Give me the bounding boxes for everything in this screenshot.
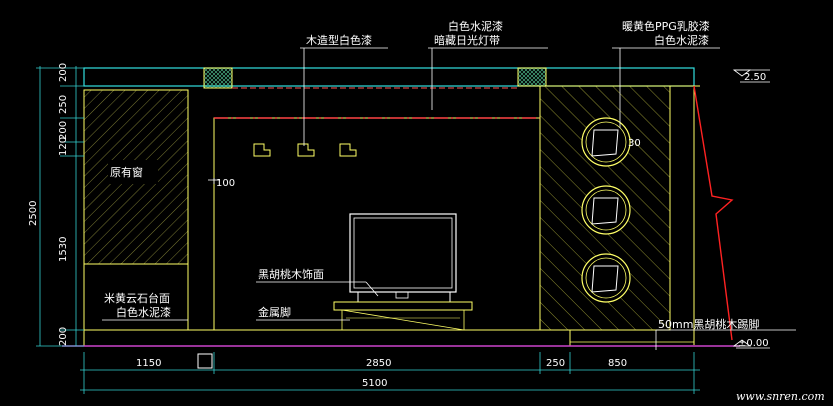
label-white-cement-paint-3: 白色水泥漆 <box>116 305 171 319</box>
horizontal-dimension-chain <box>80 352 700 394</box>
label-beige-marble-top: 米黄云石台面 <box>104 291 170 305</box>
hdim-2850: 2850 <box>366 358 391 369</box>
level-marker-top <box>732 69 770 83</box>
vdim-120: 120 <box>58 137 69 156</box>
label-walnut-skirting: 50mm黑胡桃木踢脚 <box>658 317 759 331</box>
hdim-250: 250 <box>546 358 565 369</box>
wall-deco-2 <box>297 143 315 157</box>
hdim-1150: 1150 <box>136 358 161 369</box>
round-niche-bottom <box>581 253 631 303</box>
label-mark-30: 30 <box>628 138 641 149</box>
central-wall-recess <box>213 117 541 331</box>
level-top-label: 2.50 <box>744 72 766 83</box>
tv-stand-base <box>357 291 451 303</box>
vdim-200-top: 200 <box>58 63 69 82</box>
vertical-dimension-chain <box>36 66 84 347</box>
vdim-200-mid: 200 <box>58 121 69 140</box>
label-warm-yellow-ppg-latex: 暖黄色PPG乳胶漆 <box>622 19 710 33</box>
label-wood-white-paint: 木造型白色漆 <box>306 33 372 47</box>
label-existing-window: 原有窗 <box>110 165 143 179</box>
vdim-1530: 1530 <box>58 237 69 262</box>
vdim-200-bottom: 200 <box>58 327 69 346</box>
label-mark-100: 100 <box>216 178 235 189</box>
tv-cabinet <box>333 301 473 311</box>
break-line <box>693 85 734 341</box>
tv-screen <box>349 213 457 293</box>
watermark: www.snren.com <box>736 390 825 403</box>
label-metal-legs: 金属脚 <box>258 305 291 319</box>
label-white-cement-paint: 白色水泥漆 <box>448 19 503 33</box>
level-marker-floor <box>732 339 770 349</box>
dim-marker-box <box>197 353 213 369</box>
vdim-2500-total: 2500 <box>28 201 39 226</box>
wall-deco-1 <box>253 143 271 157</box>
level-floor-label: ±0.00 <box>738 338 769 349</box>
floor-platform <box>83 329 571 347</box>
leader-lines <box>102 47 796 350</box>
round-niche-top <box>581 117 631 167</box>
label-white-cement-paint-2: 白色水泥漆 <box>654 33 709 47</box>
hdim-850: 850 <box>608 358 627 369</box>
ceiling-vent-right <box>517 67 547 87</box>
ceiling-slab <box>83 67 695 87</box>
round-niche-middle <box>581 185 631 235</box>
wall-deco-3 <box>339 143 357 157</box>
vdim-250: 250 <box>58 95 69 114</box>
label-walnut-finish: 黑胡桃木饰面 <box>258 267 324 281</box>
label-hidden-light-strip: 暗藏日光灯带 <box>434 33 500 47</box>
ceiling-vent-left <box>203 67 233 89</box>
hdim-5100-total: 5100 <box>362 378 387 389</box>
